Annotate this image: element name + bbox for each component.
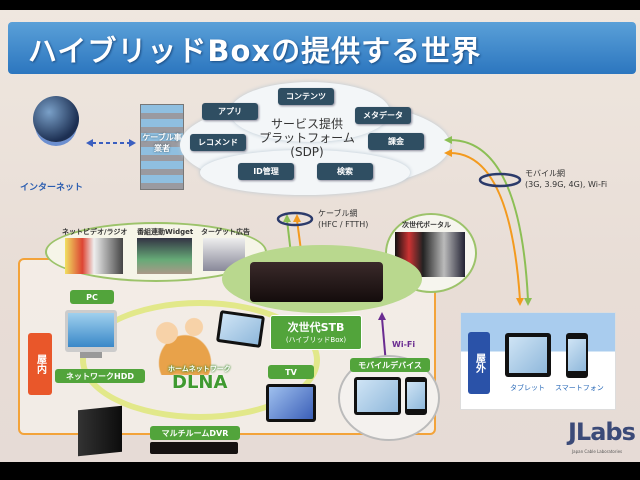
widget-thumbnail	[137, 238, 192, 274]
sdp-line3: (SDP)	[290, 145, 324, 159]
hdd-icon	[78, 405, 122, 457]
tablet-icon	[354, 377, 401, 415]
dlna-ring	[80, 300, 320, 420]
sdp-item-search: 検索	[317, 163, 373, 180]
hdd-label: ネットワークHDD	[55, 369, 145, 383]
sdp-line1: サービス提供	[270, 117, 343, 131]
mobile-net-line2: (3G, 3.9G, 4G), Wi-Fi	[525, 180, 608, 189]
sdp-line2: プラットフォーム	[259, 131, 355, 145]
mobile-device-label: モバイルデバイス	[350, 358, 430, 372]
smartphone-icon	[405, 377, 427, 415]
home-network-label: ホームネットワーク	[168, 365, 231, 373]
title-bar	[8, 22, 636, 74]
sdp-item-app: アプリ	[202, 103, 258, 120]
jlabs-subtitle: Japan Cable Laboratories	[572, 449, 623, 454]
globe-icon	[33, 96, 79, 142]
outdoor-tag: 屋外	[468, 332, 490, 394]
slide-title: ハイブリッドBoxの提供する世界	[28, 34, 482, 68]
stb-label-line1: 次世代STB	[287, 321, 345, 334]
sdp-item-id: ID管理	[238, 163, 294, 180]
cable-net-line2: (HFC / FTTH)	[318, 220, 369, 229]
pc-monitor-icon	[65, 310, 117, 352]
stb-label-line2: (ハイブリッドBox)	[285, 336, 347, 344]
cable-net-label: ケーブル網 (HFC / FTTH)	[318, 208, 368, 230]
sdp-item-recommend: レコメンド	[190, 134, 246, 151]
jlabs-logo: JLabs	[568, 418, 636, 446]
smartphone-label: スマートフォン	[555, 384, 604, 392]
wifi-label: Wi-Fi	[392, 340, 416, 349]
net-video-thumbnail	[65, 238, 123, 274]
mobile-net-label: モバイル網 (3G, 3.9G, 4G), Wi-Fi	[525, 168, 607, 190]
pc-label: PC	[70, 290, 114, 304]
outdoor-tablet-icon	[505, 333, 551, 377]
service-target-ad: ターゲット広告	[201, 228, 250, 236]
pc-stand	[80, 352, 102, 358]
cable-net-line1: ケーブル網	[318, 209, 358, 218]
family-tv-icon	[215, 310, 266, 348]
indoor-tag: 屋内	[28, 333, 52, 395]
dvr-icon	[150, 442, 238, 454]
stb-device	[250, 262, 383, 302]
mobile-net-line1: モバイル網	[525, 169, 565, 178]
family-illustration	[140, 315, 230, 375]
tablet-label: タブレット	[510, 384, 545, 392]
dlna-label: DLNA	[172, 372, 228, 393]
internet-label: インターネット	[20, 183, 84, 193]
sdp-title: サービス提供 プラットフォーム (SDP)	[252, 117, 362, 159]
tv-label: TV	[268, 365, 314, 379]
dashed-arrow	[86, 139, 136, 147]
sdp-item-billing: 課金	[368, 133, 424, 150]
stb-label: 次世代STB (ハイブリッドBox)	[270, 315, 362, 350]
tv-icon	[266, 384, 316, 422]
operator-label: ケーブル事業者	[142, 133, 182, 153]
dvr-label: マルチルームDVR	[150, 426, 240, 440]
sdp-item-contents: コンテンツ	[278, 88, 334, 105]
service-widget: 番組連動Widget	[137, 228, 194, 236]
outdoor-smartphone-icon	[566, 333, 588, 378]
service-net-video: ネットビデオ/ラジオ	[62, 228, 128, 236]
portal-label: 次世代ポータル	[402, 221, 451, 229]
sdp-item-metadata: メタデータ	[355, 107, 411, 124]
